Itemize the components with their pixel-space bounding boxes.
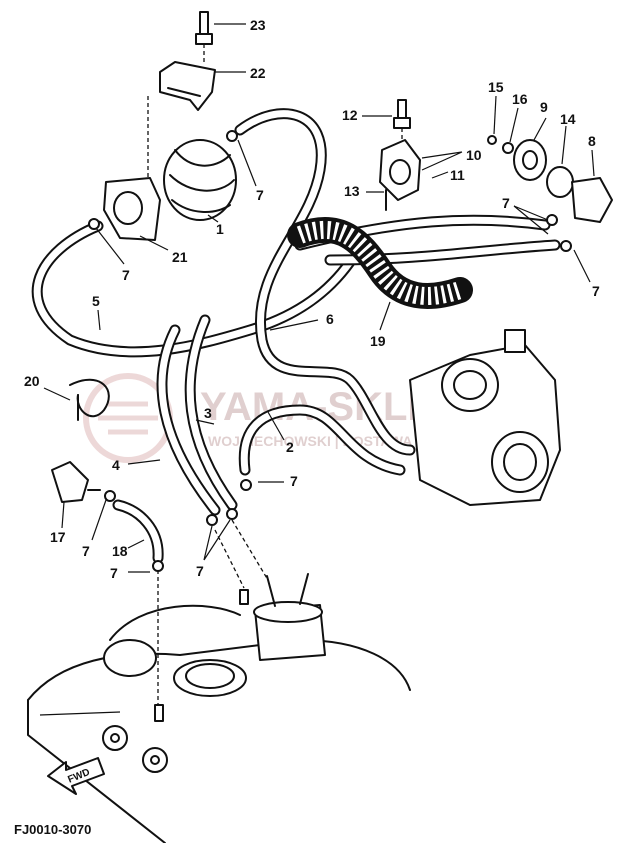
callout-6: 6 — [326, 311, 334, 327]
callout-3: 3 — [204, 405, 212, 421]
callout-12: 12 — [342, 107, 358, 123]
callout-22: 22 — [250, 65, 266, 81]
callout-19: 19 — [370, 333, 386, 349]
callout-13: 13 — [344, 183, 360, 199]
callout-21: 21 — [172, 249, 188, 265]
callout-7e: 7 — [290, 473, 298, 489]
callout-7d: 7 — [592, 283, 600, 299]
corrugated-hose — [287, 217, 473, 309]
callout-7a: 7 — [256, 187, 264, 203]
callout-7b: 7 — [122, 267, 130, 283]
forward-arrow: FWD — [47, 757, 105, 795]
callout-8: 8 — [588, 133, 596, 149]
callout-2: 2 — [286, 439, 294, 455]
callout-10: 10 — [466, 147, 482, 163]
callout-4: 4 — [112, 457, 120, 473]
callout-7c: 7 — [502, 195, 510, 211]
callout-20: 20 — [24, 373, 40, 389]
callout-7f: 7 — [82, 543, 90, 559]
callouts: 23 22 7 1 7 21 5 6 12 10 11 13 15 16 9 1… — [24, 17, 600, 581]
callout-23: 23 — [250, 17, 266, 33]
callout-15: 15 — [488, 79, 504, 95]
hose-clamps — [88, 130, 572, 572]
assembly-lines — [147, 44, 403, 705]
leader-lines — [43, 23, 595, 573]
parts — [27, 11, 613, 844]
callout-16: 16 — [512, 91, 528, 107]
callout-17: 17 — [50, 529, 66, 545]
drawing-code: FJ0010-3070 — [14, 822, 91, 837]
callout-9: 9 — [540, 99, 548, 115]
callout-5: 5 — [92, 293, 100, 309]
callout-1: 1 — [216, 221, 224, 237]
callout-7g: 7 — [110, 565, 118, 581]
hoses — [31, 108, 561, 564]
callout-14: 14 — [560, 111, 576, 127]
callout-11: 11 — [450, 167, 465, 183]
callout-7h: 7 — [196, 563, 204, 579]
callout-18: 18 — [112, 543, 128, 559]
